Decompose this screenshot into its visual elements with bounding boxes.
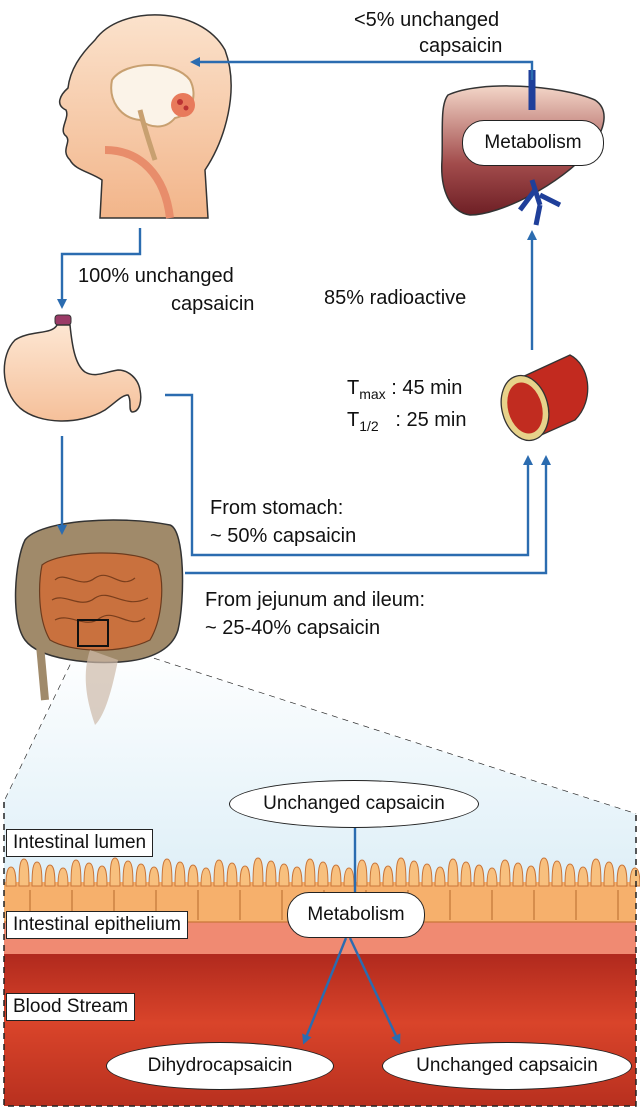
villus: [122, 860, 134, 887]
villus: [252, 857, 264, 887]
villus: [330, 864, 342, 887]
villus: [447, 858, 459, 887]
villus: [70, 859, 82, 887]
arrow-metabolism-to-dihydro: [302, 937, 348, 1045]
villus: [226, 862, 238, 887]
inset-metabolism-pill: Metabolism: [287, 892, 425, 938]
villus: [161, 858, 173, 887]
label-from-stomach-line1: From stomach:: [210, 497, 344, 519]
villi: [5, 857, 640, 887]
inset-unchanged-capsaicin-pill: Unchanged capsaicin: [229, 780, 479, 828]
villus: [291, 866, 303, 887]
thalf-subscript: 1/2: [359, 418, 379, 434]
label-from-jejunum-line1: From jejunum and ileum:: [205, 589, 426, 611]
villus: [421, 863, 433, 887]
arrow-metabolism-to-unchanged: [348, 937, 401, 1045]
villus: [408, 860, 420, 887]
villus: [603, 861, 615, 887]
villus: [265, 860, 277, 887]
label-thalf: T1/2 : 25 min: [347, 408, 467, 438]
villus: [538, 857, 550, 887]
villus: [200, 867, 212, 887]
villus: [174, 861, 186, 887]
villus: [486, 867, 498, 887]
dihydrocapsaicin-pill: Dihydrocapsaicin: [106, 1042, 334, 1090]
unchanged-capsaicin-pill: Unchanged capsaicin: [382, 1042, 632, 1090]
villus: [135, 863, 147, 887]
villus: [239, 865, 251, 887]
tmax-value: : 45 min: [391, 377, 463, 399]
label-to-brain-line2: capsaicin: [419, 35, 503, 57]
villus: [525, 865, 537, 887]
villus: [499, 859, 511, 887]
liver-metabolism-pill: Metabolism: [462, 120, 604, 166]
villus: [44, 864, 56, 887]
villus: [460, 861, 472, 887]
villus: [148, 866, 160, 887]
thalf-value: : 25 min: [395, 409, 467, 431]
villus: [109, 857, 121, 887]
tmax-symbol: T: [347, 377, 360, 399]
villus: [382, 865, 394, 887]
villus: [564, 863, 576, 887]
arrow-brain-to-stomach: [57, 228, 142, 309]
label-from-jejunum-line2: ~ 25-40% capsaicin: [205, 617, 381, 639]
villus: [18, 858, 30, 887]
intestine-illustration: [14, 519, 184, 725]
label-to-stomach-line1: 100% unchanged: [78, 265, 234, 287]
villus: [317, 861, 329, 887]
villus: [512, 862, 524, 887]
villus: [473, 864, 485, 887]
stomach-illustration: [3, 314, 142, 422]
villus: [278, 863, 290, 887]
thalf-symbol: T: [347, 409, 360, 431]
villus: [304, 858, 316, 887]
arrow-liver-to-brain: [190, 57, 534, 80]
villus: [213, 859, 225, 887]
villus: [369, 862, 381, 887]
label-tmax: Tmax : 45 min: [347, 376, 462, 406]
villus: [96, 865, 108, 887]
villus: [31, 861, 43, 887]
head-illustration: [58, 14, 232, 219]
layer-label-blood: Blood Stream: [6, 993, 136, 1021]
villus: [616, 864, 628, 887]
label-from-stomach-line2: ~ 50% capsaicin: [210, 525, 357, 547]
blood-vessel-illustration: [500, 354, 589, 442]
villus: [395, 857, 407, 887]
label-to-brain-line1: <5% unchanged: [354, 9, 500, 31]
villus: [5, 866, 17, 887]
villus: [577, 866, 589, 887]
villus: [187, 864, 199, 887]
villus: [343, 867, 355, 887]
label-radioactive: 85% radioactive: [324, 287, 467, 309]
arrow-stomach-to-blood: [165, 393, 533, 557]
villus: [57, 867, 69, 887]
villus: [434, 866, 446, 887]
arrow-intestine-to-blood: [185, 455, 551, 575]
tmax-subscript: max: [359, 386, 386, 402]
villus: [356, 859, 368, 887]
villus: [83, 862, 95, 887]
villus: [629, 867, 640, 887]
layer-label-epithelium: Intestinal epithelium: [6, 911, 188, 939]
villus: [590, 858, 602, 887]
label-to-stomach-line2: capsaicin: [171, 293, 255, 315]
flow-arrows: [57, 57, 551, 1045]
villus: [551, 860, 563, 887]
layer-label-lumen: Intestinal lumen: [6, 829, 154, 857]
